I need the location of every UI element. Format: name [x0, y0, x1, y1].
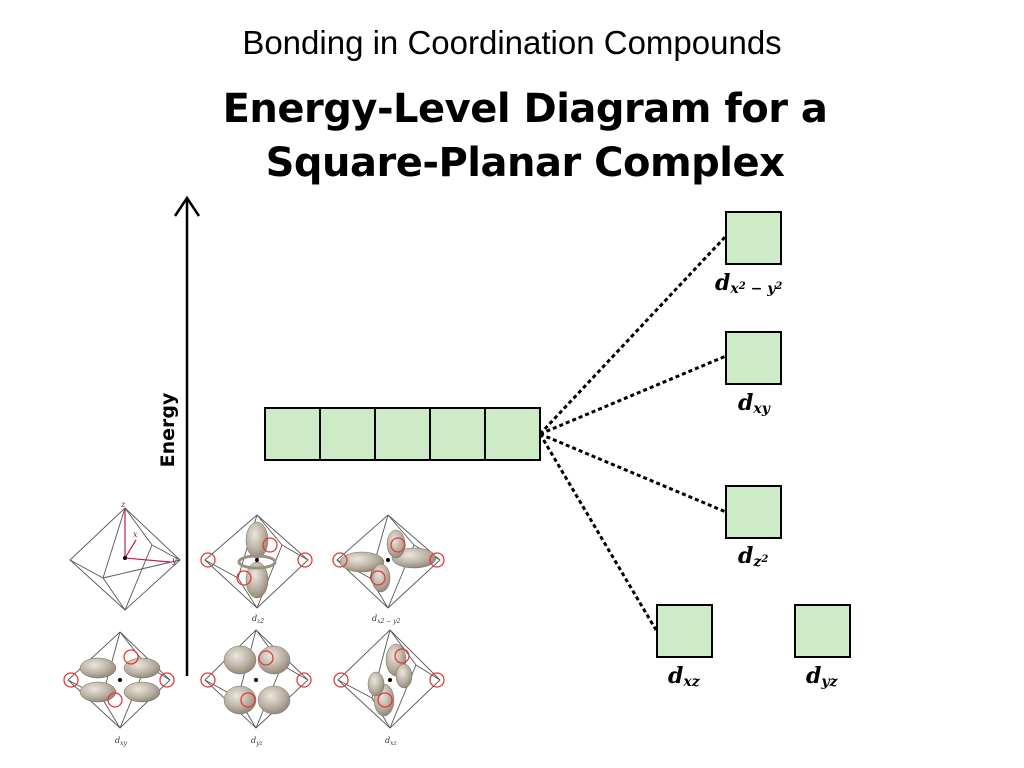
degenerate-box-1	[264, 407, 321, 461]
box-dz2	[725, 485, 782, 539]
slide-title: Bonding in Coordination Compounds	[242, 24, 782, 61]
split-orbitals	[656, 211, 851, 658]
degenerate-box-2	[319, 407, 376, 461]
label-dxz: dxz	[668, 663, 700, 690]
thumbnail-dxz	[333, 629, 445, 729]
caption-dyz: dyz	[251, 736, 263, 747]
thumbnail-axes	[69, 507, 181, 611]
degenerate-box-4	[429, 407, 486, 461]
split-line-dx2y2	[538, 234, 728, 436]
thumbnail-dx2-y2	[332, 514, 445, 609]
thumb-axis-y: y	[172, 556, 177, 565]
thumbnail-dyz	[200, 629, 312, 729]
thumbnail-dz2	[200, 514, 313, 609]
thumbnail-dxy	[63, 631, 175, 729]
label-dxy: dxy	[738, 390, 770, 417]
box-dyz	[794, 604, 851, 658]
caption-dxz: dxz	[385, 736, 397, 747]
caption-dz2: dz2	[252, 614, 265, 625]
split-line-dz2	[539, 432, 727, 514]
label-dz2: dz2	[738, 543, 769, 570]
split-line-dxy	[539, 354, 727, 436]
degenerate-d-orbitals	[264, 407, 541, 461]
energy-axis-label: Energy	[157, 392, 179, 468]
caption-dxy: dxy	[115, 736, 127, 747]
split-line-dxz	[538, 433, 658, 631]
caption-dx2-y2: dx2 − y2	[372, 614, 401, 625]
diagram-heading-line2: Square-Planar Complex	[265, 140, 785, 186]
diagram-heading-line1: Energy-Level Diagram for a	[222, 86, 828, 132]
label-dyz: dyz	[806, 663, 838, 690]
box-dx2-y2	[725, 211, 782, 265]
box-dxz	[656, 604, 713, 658]
degenerate-box-3	[374, 407, 431, 461]
thumb-axis-z: z	[121, 500, 126, 509]
energy-axis	[173, 195, 201, 676]
splitting-lines	[538, 234, 728, 631]
box-dxy	[725, 331, 782, 385]
thumb-axis-x: x	[133, 530, 138, 539]
degenerate-box-5	[484, 407, 541, 461]
label-dx2-y2: dx2 − y2	[715, 270, 783, 297]
